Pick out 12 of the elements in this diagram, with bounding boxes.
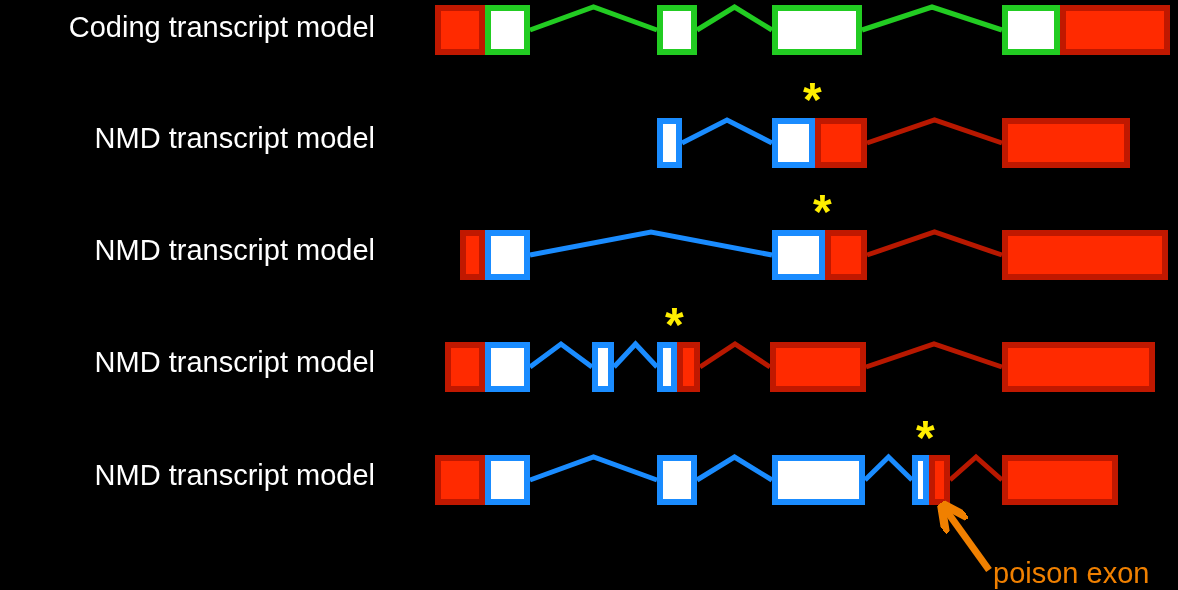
row-label: NMD transcript model <box>94 121 375 155</box>
stop-codon-mark: * <box>813 192 832 232</box>
row-label: Coding transcript model <box>68 10 375 44</box>
stop-codon-mark: * <box>916 418 935 458</box>
callout-text: poison exon <box>993 556 1150 590</box>
stop-codon-mark: * <box>665 305 684 345</box>
stop-codon-mark: * <box>803 80 822 120</box>
row-label: NMD transcript model <box>94 458 375 492</box>
row-label: NMD transcript model <box>94 345 375 379</box>
leader-arrow <box>936 498 992 573</box>
row-label: NMD transcript model <box>94 233 375 267</box>
exon-block <box>912 455 950 505</box>
